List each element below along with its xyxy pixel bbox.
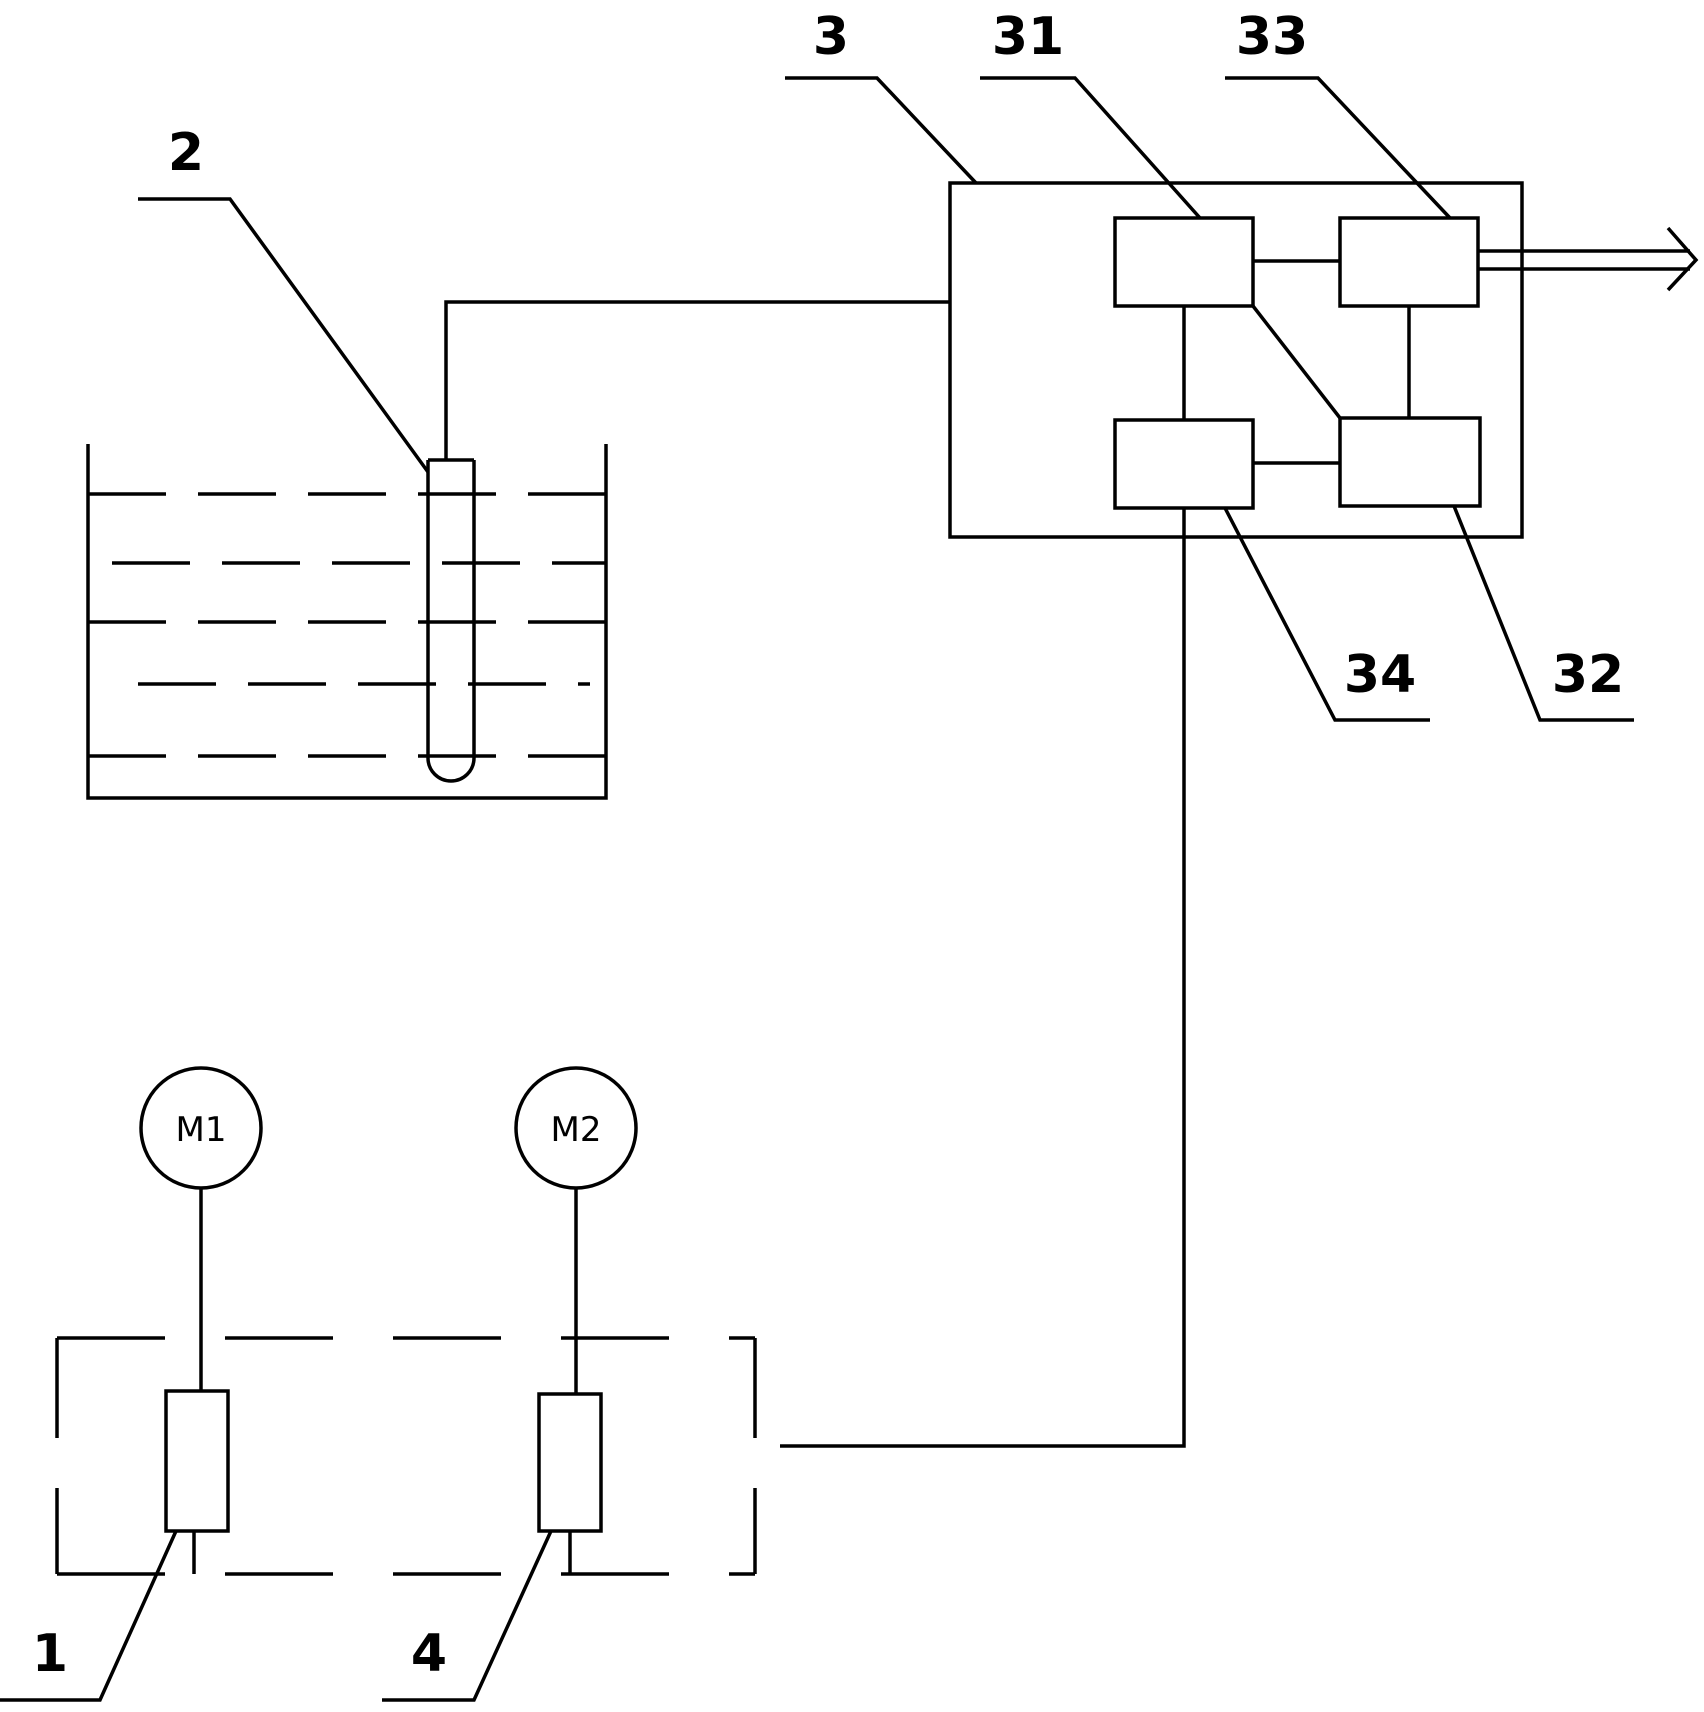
element-4 xyxy=(537,1392,603,1574)
label-31: 31 xyxy=(992,7,1064,67)
module-31 xyxy=(1113,216,1255,308)
label-33: 33 xyxy=(1236,7,1308,67)
probe xyxy=(426,300,950,783)
label-32: 32 xyxy=(1552,645,1624,705)
label-2: 2 xyxy=(168,123,204,183)
module-33 xyxy=(1338,216,1480,308)
signal-line xyxy=(780,508,1186,1448)
motor-group-enclosure xyxy=(55,1336,757,1576)
label-4: 4 xyxy=(411,1624,447,1684)
motor-m2: M2 xyxy=(514,1066,638,1394)
module-34 xyxy=(1113,418,1255,510)
leader-lines xyxy=(0,76,1634,1702)
label-3: 3 xyxy=(813,7,849,67)
motor-m1-label: M1 xyxy=(176,1110,227,1150)
motor-m1: M1 xyxy=(139,1066,263,1391)
output-arrow xyxy=(1478,226,1699,292)
module-32 xyxy=(1338,416,1482,508)
element-1 xyxy=(164,1389,230,1574)
label-1: 1 xyxy=(32,1624,68,1684)
motor-m2-label: M2 xyxy=(551,1110,602,1150)
controller-box xyxy=(948,181,1524,539)
label-34: 34 xyxy=(1344,645,1416,705)
liquid-tank xyxy=(86,444,608,800)
